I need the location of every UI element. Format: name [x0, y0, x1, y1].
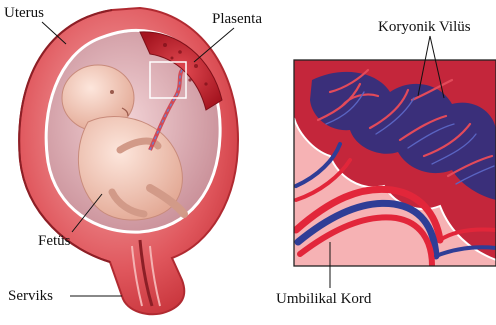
- villi-inset: [294, 60, 496, 266]
- label-placenta: Plasenta: [212, 12, 262, 27]
- label-fetus: Fetüs: [38, 234, 71, 249]
- label-umbilical-cord: Umbilikal Kord: [276, 292, 371, 307]
- label-uterus: Uterus: [4, 6, 44, 21]
- label-chorionic-villi: Koryonik Vilüs: [378, 20, 471, 35]
- uterus-illustration: [19, 8, 238, 314]
- label-cervix: Serviks: [8, 289, 53, 304]
